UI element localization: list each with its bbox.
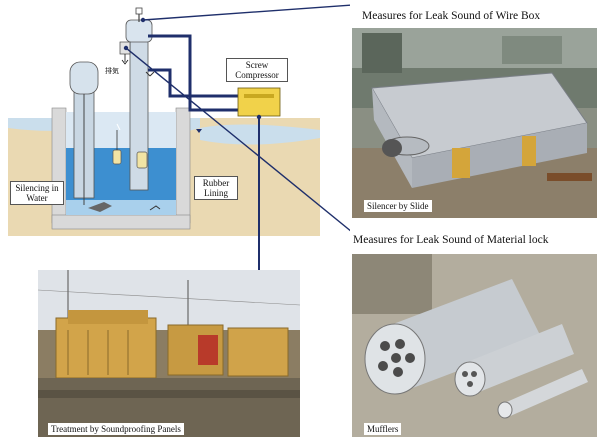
screw-compressor <box>237 87 281 117</box>
air-pipe <box>148 34 238 112</box>
wire-box-caption: Silencer by Slide <box>364 200 432 212</box>
wire-box-title: Measures for Leak Sound of Wire Box <box>362 10 541 22</box>
screw-compressor-label: Screw Compressor <box>226 58 288 82</box>
excavator-icon <box>88 202 112 212</box>
mufflers-photo <box>352 254 597 437</box>
exhaust-label: 排気 <box>105 67 119 75</box>
rubber-lining-label: Rubber Lining <box>194 176 238 200</box>
material-lock-title: Measures for Leak Sound of Material lock <box>353 234 549 246</box>
panels-leader-line <box>258 117 260 270</box>
mufflers-caption: Mufflers <box>364 423 402 435</box>
soundproofing-panels-caption: Treatment by Soundproofing Panels <box>48 423 184 435</box>
wire-box-photo <box>352 28 597 218</box>
caisson-diagram <box>8 4 350 236</box>
silencing-in-water-label: Silencing in Water <box>10 181 64 205</box>
soundproofing-panels-photo <box>38 270 300 437</box>
